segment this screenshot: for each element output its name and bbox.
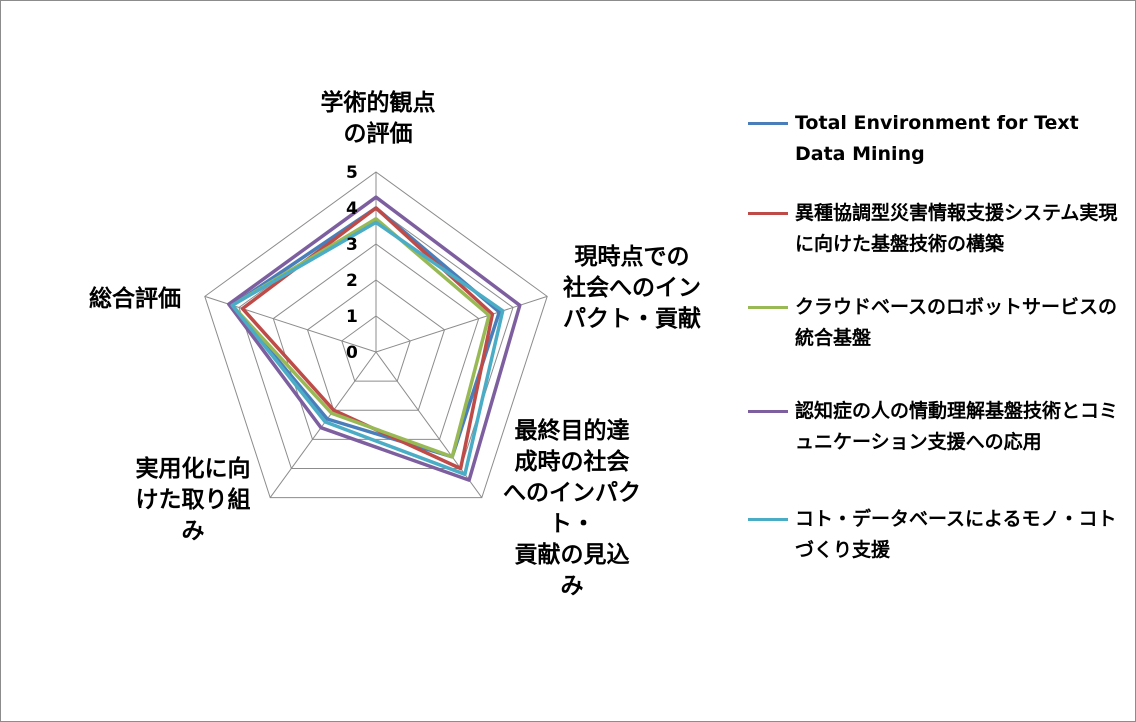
axis-label-line: み [560,573,584,599]
tick-label-3: 3 [346,235,358,255]
series-line-4 [230,220,505,477]
spoke-2 [375,351,483,498]
legend-label: 異種協調型災害情報支援システム実現に向けた基盤技術の構築 [795,202,1118,255]
tick-label-5: 5 [346,163,358,183]
legend: Total Environment for Text Data Mining 異… [748,108,1118,566]
tick-label-0: 0 [346,343,358,363]
axis-label-line: み [181,518,205,544]
legend-swatch [748,306,788,309]
legend-item-disaster-info: 異種協調型災害情報支援システム実現に向けた基盤技術の構築 [748,198,1118,291]
axis-label-line: 成時の社会 [514,449,630,475]
axis-label-line: パクト・貢献 [563,306,701,332]
legend-label: 認知症の人の情動理解基盤技術とコミュニケーション支援への応用 [795,400,1119,453]
series-line-3 [227,195,522,482]
radar-grid [204,171,548,499]
axis-label-line: の評価 [343,121,413,147]
axis-label-line: 最終目的達 [514,418,630,444]
spoke-1 [375,295,548,353]
grid-ring-2 [306,279,446,411]
axis-label-line: 社会へのイン [563,275,701,301]
axis-label-line: 実用化に向 [135,456,251,482]
legend-swatch [748,122,788,125]
legend-label: Total Environment for Text Data Mining [795,112,1079,165]
series-line-0 [230,206,502,459]
radial-tick-labels: 0 1 2 3 4 5 [346,163,358,363]
legend-label: クラウドベースのロボットサービスの統合基盤 [795,296,1118,349]
legend-item-koto-db: コト・データベースによるモノ・コトづくり支援 [748,504,1118,566]
axis-label-current-impact: 現時点での社会へのインパクト・貢献 [552,242,712,335]
grid-ring-5 [204,171,548,499]
axis-label-future-impact: 最終目的達成時の社会へのインパクト・貢献の見込み [482,416,662,602]
legend-swatch [748,518,788,521]
axis-label-line: 総合評価 [89,286,181,312]
axis-label-academic: 学術的観点の評価 [298,88,458,150]
radar-series [227,195,522,482]
tick-label-2: 2 [346,271,358,291]
axis-label-line: 貢献の見込 [514,542,630,568]
legend-item-dementia: 認知症の人の情動理解基盤技術とコミュニケーション支援への応用 [748,396,1118,489]
axis-label-line: 学術的観点 [320,90,436,116]
axis-label-practical: 実用化に向けた取り組み [108,454,278,547]
legend-swatch [748,410,788,413]
series-line-1 [240,206,495,471]
axis-label-overall: 総合評価 [70,284,200,315]
axis-label-line: へのインパクト・ [503,480,641,537]
grid-ring-4 [238,207,514,469]
tick-label-4: 4 [346,199,358,219]
legend-item-cloud-robot: クラウドベースのロボットサービスの統合基盤 [748,292,1118,354]
spoke-3 [269,351,377,498]
legend-label: コト・データベースによるモノ・コトづくり支援 [795,508,1117,561]
axis-label-line: けた取り組 [135,487,251,513]
grid-ring-1 [341,315,411,382]
legend-swatch [748,212,788,215]
axis-label-line: 現時点での [574,244,690,270]
tick-label-1: 1 [346,307,358,327]
legend-item-text-mining: Total Environment for Text Data Mining [748,108,1118,170]
